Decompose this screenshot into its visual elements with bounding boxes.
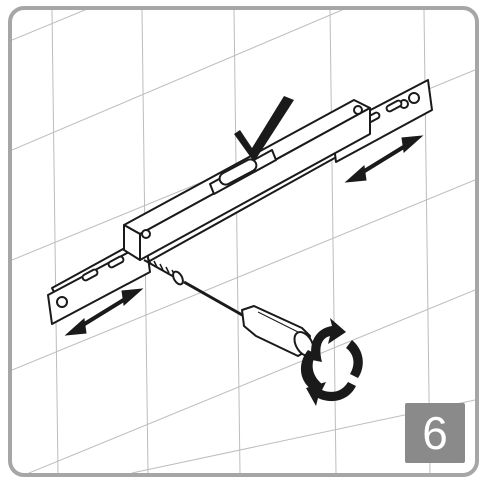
screw-icon — [143, 257, 184, 286]
check-mark-icon — [234, 96, 294, 162]
screwdriver-icon — [183, 280, 315, 357]
step-number-badge: 6 — [405, 403, 465, 463]
double-arrow-left-icon — [64, 288, 144, 336]
illustration — [12, 10, 475, 473]
instruction-panel: 6 — [8, 6, 479, 477]
rotate-arrows-icon — [300, 318, 363, 406]
spirit-level-icon — [123, 99, 371, 261]
double-arrow-right-icon — [344, 135, 424, 183]
